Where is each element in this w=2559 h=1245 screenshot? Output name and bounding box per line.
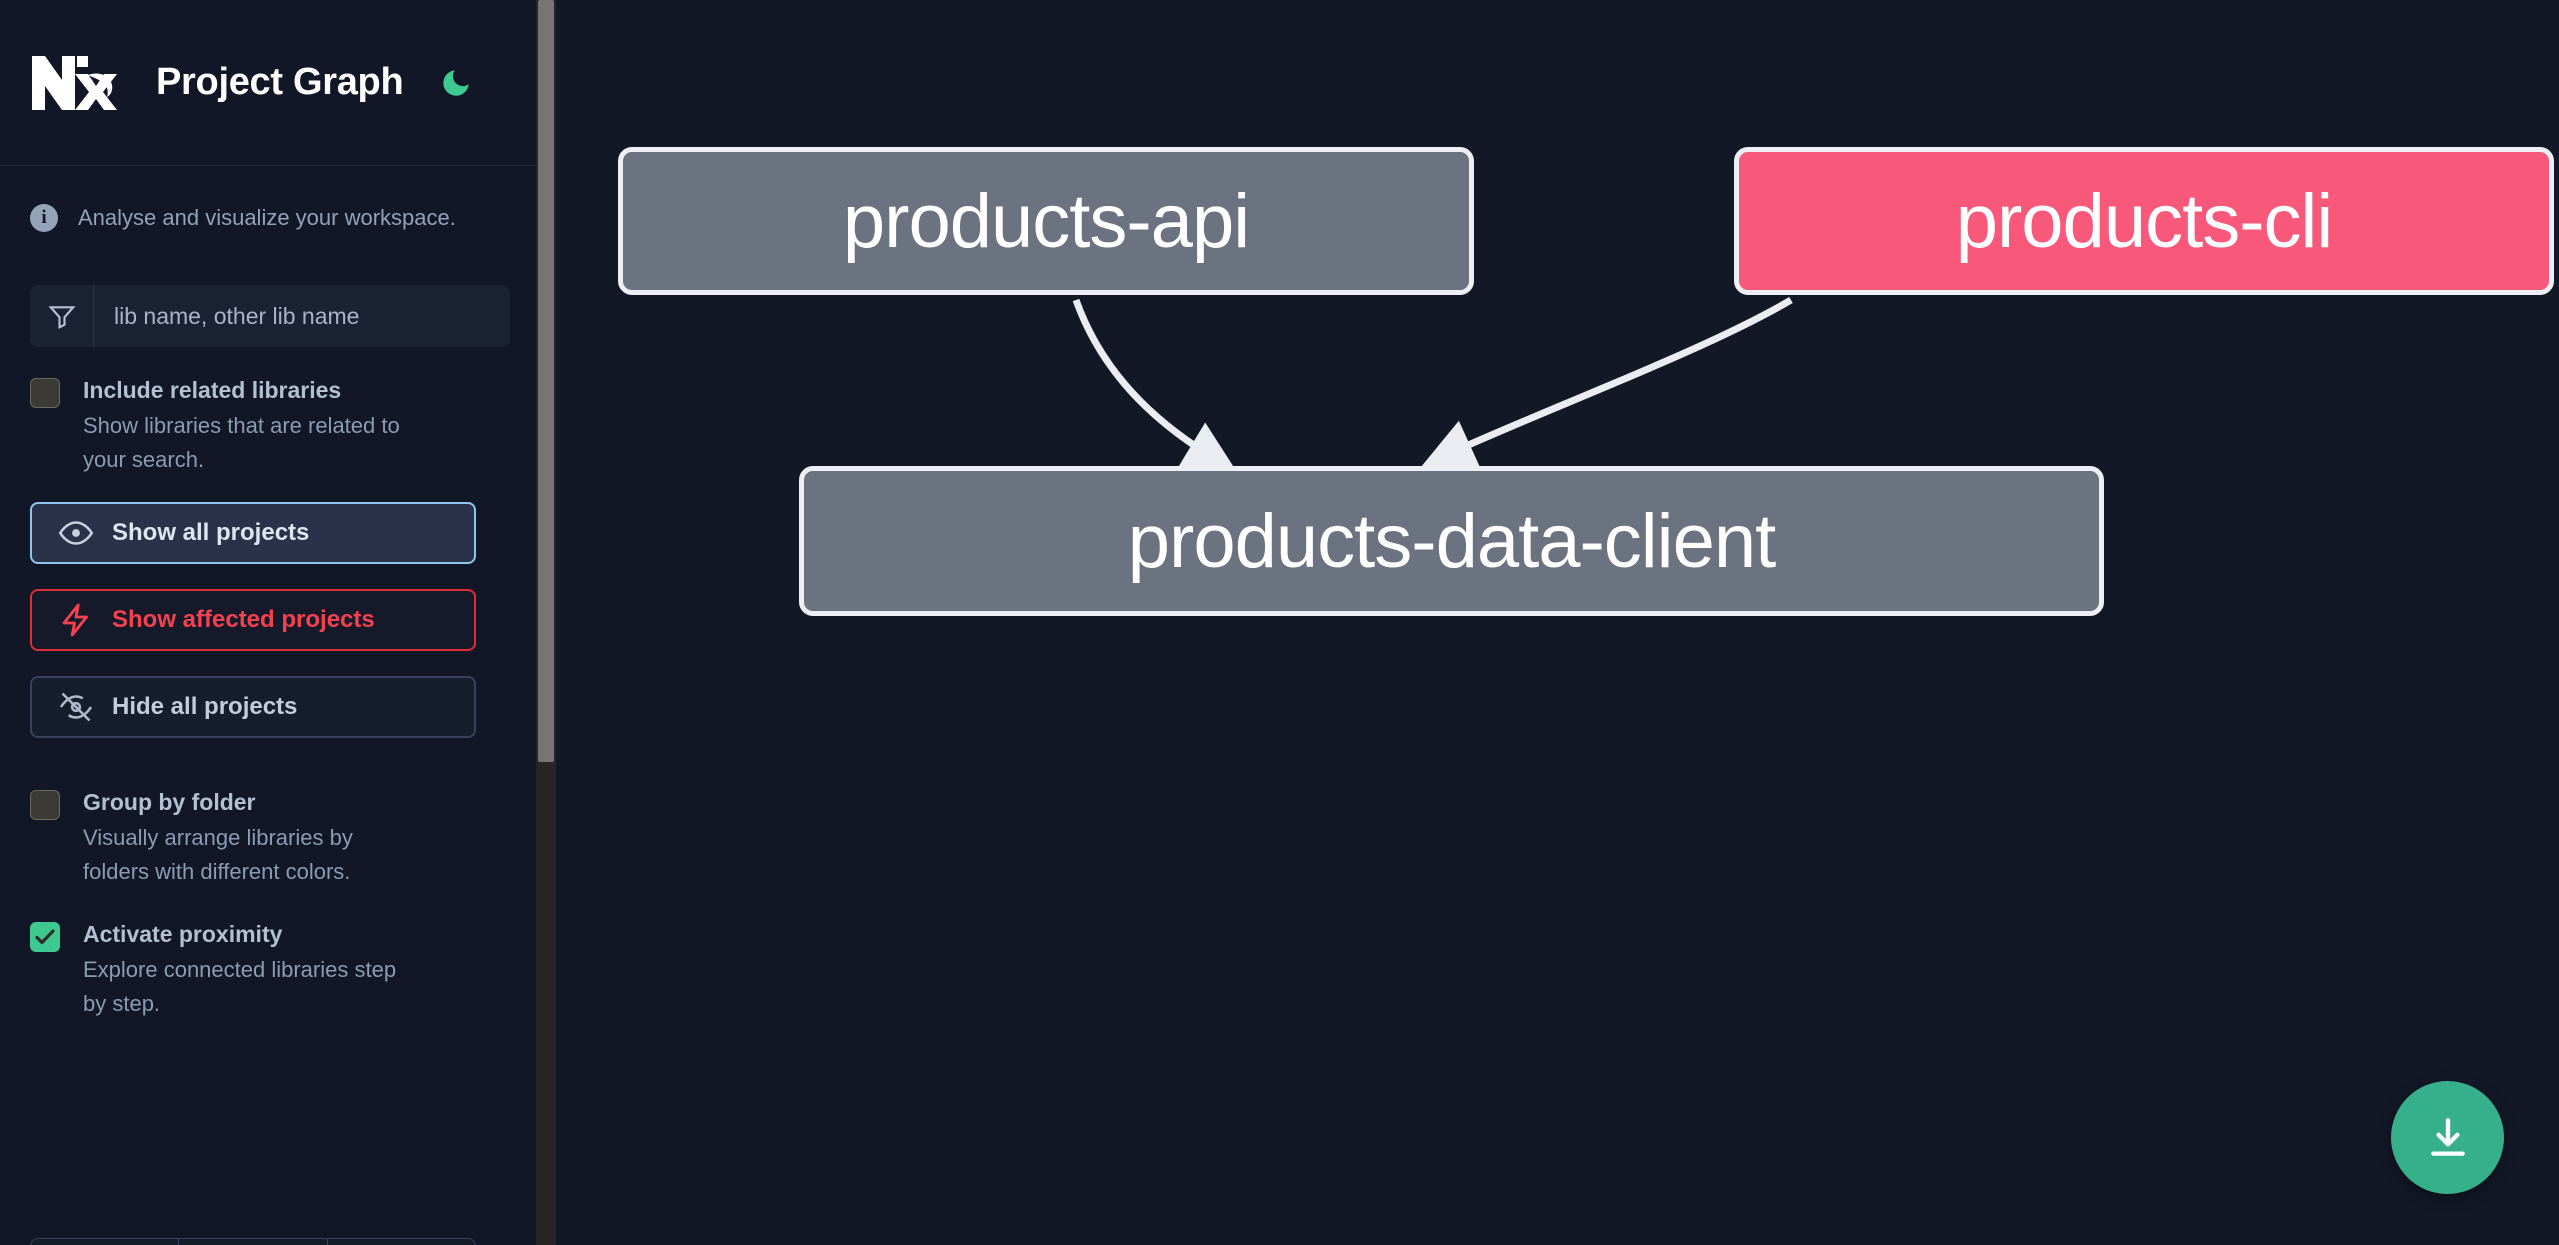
eye-glyph [58,521,94,545]
text-filter-button-group[interactable] [30,1238,476,1245]
eye-off-glyph [59,692,93,722]
option-label: Include related libraries [83,377,342,403]
option-activate-proximity[interactable]: Activate proximity Explore connected lib… [30,919,510,1021]
sidebar: Project Graph i Analyse and visualize yo… [0,0,556,1245]
checkbox-activate-proximity[interactable] [30,922,60,952]
graph-node-label: products-data-client [1127,498,1776,584]
option-description: Explore connected libraries step by step… [83,957,397,1016]
sidebar-scrollbar-track[interactable] [536,0,556,1245]
button-group-segment-2[interactable] [179,1239,328,1245]
checkbox-group-by-folder[interactable] [30,790,60,820]
edge-products-api-to-products-data-client [1072,298,1237,472]
show-affected-projects-button[interactable]: Show affected projects [30,589,476,651]
option-texts: Activate proximity Explore connected lib… [83,919,423,1021]
hide-all-projects-button[interactable]: Hide all projects [30,676,476,738]
download-icon [2430,1117,2465,1156]
sidebar-content: Project Graph i Analyse and visualize yo… [0,0,540,1245]
download-button[interactable] [2391,1081,2504,1194]
option-label: Activate proximity [83,921,283,947]
graph-node-products-cli[interactable]: products-cli [1734,147,2554,295]
graph-node-label: products-cli [1955,178,2334,264]
lightning-icon [58,602,102,638]
option-texts: Include related libraries Show libraries… [83,375,423,477]
button-group-segment-3[interactable] [328,1239,475,1245]
show-all-projects-button[interactable]: Show all projects [30,502,476,564]
show-affected-projects-label: Show affected projects [112,606,375,633]
sidebar-body: i Analyse and visualize your workspace. [0,204,540,1021]
show-all-projects-label: Show all projects [112,519,310,546]
info-icon: i [30,204,58,232]
option-description: Visually arrange libraries by folders wi… [83,825,353,884]
graph-edges [1072,296,1793,472]
filter-glyph [47,306,76,329]
sidebar-scrollbar-thumb[interactable] [538,0,554,762]
nx-logo-icon [32,55,117,110]
graph-node-products-api[interactable]: products-api [618,147,1474,295]
sidebar-header: Project Graph [0,0,540,166]
hide-all-projects-label: Hide all projects [112,693,298,720]
checkbox-include-related-libraries[interactable] [30,378,60,408]
option-texts: Group by folder Visually arrange librari… [83,787,423,889]
moon-icon[interactable] [437,64,475,102]
graph-node-products-data-client[interactable]: products-data-client [799,466,2104,616]
filter-icon[interactable] [30,285,94,347]
moon-glyph [443,69,470,96]
workspace-info: i Analyse and visualize your workspace. [30,204,510,232]
search-bar[interactable] [30,285,510,347]
option-group-by-folder[interactable]: Group by folder Visually arrange librari… [30,787,510,889]
button-group-segment-1[interactable] [31,1239,180,1245]
page-title: Project Graph [156,61,404,103]
option-description: Show libraries that are related to your … [83,413,400,472]
graph-canvas[interactable]: products-api products-cli products-data-… [556,0,2559,1245]
check-icon [35,929,55,945]
search-input[interactable] [94,285,510,347]
eye-icon [58,515,102,551]
graph-node-label: products-api [842,178,1250,264]
eye-off-icon [58,689,102,725]
option-include-related-libraries[interactable]: Include related libraries Show libraries… [30,375,510,477]
workspace-info-text: Analyse and visualize your workspace. [78,205,456,230]
edge-products-cli-to-products-data-client [1421,296,1793,468]
option-label: Group by folder [83,789,256,815]
lightning-glyph [62,603,88,637]
